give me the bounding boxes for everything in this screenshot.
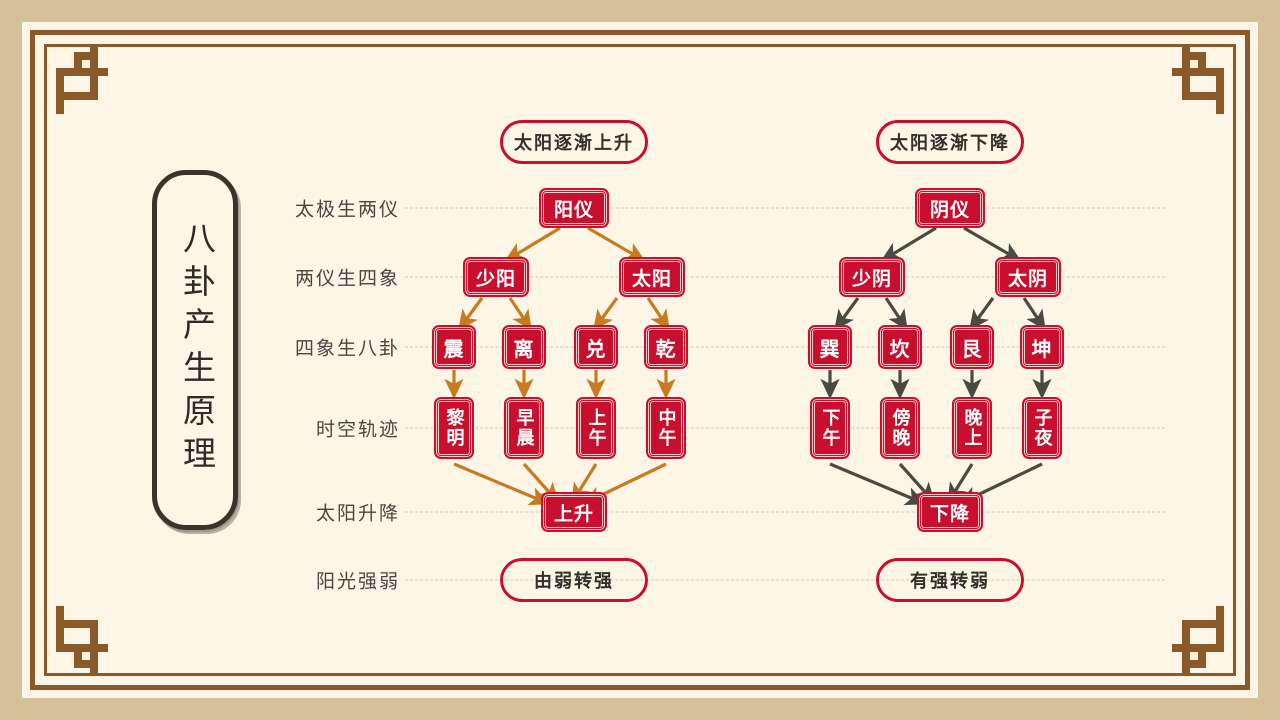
right-node-dual-0[interactable]: 少阴 [839, 257, 905, 297]
corner-ornament-top-left [44, 44, 108, 114]
right-node-time-1[interactable]: 傍晚 [880, 397, 920, 459]
left-node-root[interactable]: 阳仪 [539, 188, 609, 228]
left-node-time-1-label: 早晨 [514, 408, 535, 448]
right-branch-header: 太阳逐渐下降 [876, 120, 1024, 164]
left-branch-footer: 由弱转强 [500, 558, 648, 602]
left-node-trigram-1[interactable]: 离 [502, 325, 546, 369]
row-label-sunrise: 太阳升降 [315, 503, 400, 525]
slide-title-stamp: 八卦产生原理 [152, 170, 238, 530]
row-label-light: 阳光强弱 [315, 571, 400, 593]
guide-line-row-2 [405, 276, 1165, 278]
right-node-result[interactable]: 下降 [917, 492, 983, 532]
left-node-result[interactable]: 上升 [541, 492, 607, 532]
right-node-time-0[interactable]: 下午 [810, 397, 850, 459]
left-node-time-0[interactable]: 黎明 [434, 397, 474, 459]
row-label-taiji: 太极生两仪 [294, 199, 400, 221]
diagram-stage: 八卦产生原理 太极生两仪 两仪生四象 四象生八卦 时空轨迹 太阳升降 阳光强弱 [60, 60, 1220, 660]
right-node-trigram-1[interactable]: 坎 [878, 325, 922, 369]
guide-line-row-3 [405, 346, 1165, 348]
left-node-dual-0[interactable]: 少阳 [463, 257, 529, 297]
frame-inner-rule [44, 44, 1236, 676]
right-branch-footer: 有强转弱 [876, 558, 1024, 602]
left-node-time-3-label: 中午 [656, 408, 677, 448]
guide-line-row-4 [405, 427, 1165, 429]
right-node-dual-1[interactable]: 太阴 [995, 257, 1061, 297]
guide-line-row-5 [405, 511, 1165, 513]
left-node-dual-1[interactable]: 太阳 [619, 257, 685, 297]
left-node-time-0-label: 黎明 [444, 408, 465, 448]
right-node-trigram-3[interactable]: 坤 [1020, 325, 1064, 369]
page-title: 八卦产生原理 [177, 221, 214, 479]
left-node-trigram-3[interactable]: 乾 [644, 325, 688, 369]
left-branch-header: 太阳逐渐上升 [500, 120, 648, 164]
left-node-time-2[interactable]: 上午 [576, 397, 616, 459]
right-node-trigram-0[interactable]: 巽 [808, 325, 852, 369]
left-node-trigram-2[interactable]: 兑 [574, 325, 618, 369]
guide-line-row-1 [405, 207, 1165, 209]
guide-line-row-6 [405, 579, 1165, 581]
right-node-time-0-label: 下午 [820, 408, 841, 448]
row-label-sixiang: 四象生八卦 [294, 338, 400, 360]
right-node-time-3[interactable]: 子夜 [1022, 397, 1062, 459]
row-label-liangyi: 两仪生四象 [294, 268, 400, 290]
arrows-right-branch [820, 226, 1052, 506]
left-node-time-1[interactable]: 早晨 [504, 397, 544, 459]
row-label-shikong: 时空轨迹 [315, 419, 400, 441]
right-node-time-2-label: 晚上 [962, 408, 983, 448]
right-node-time-1-label: 傍晚 [890, 408, 911, 448]
right-node-time-3-label: 子夜 [1032, 408, 1053, 448]
left-node-trigram-0[interactable]: 震 [432, 325, 476, 369]
right-node-trigram-2[interactable]: 艮 [950, 325, 994, 369]
frame-outer-rule [30, 30, 1250, 690]
right-node-time-2[interactable]: 晚上 [952, 397, 992, 459]
right-node-root[interactable]: 阴仪 [915, 188, 985, 228]
left-node-time-3[interactable]: 中午 [646, 397, 686, 459]
left-node-time-2-label: 上午 [586, 408, 607, 448]
